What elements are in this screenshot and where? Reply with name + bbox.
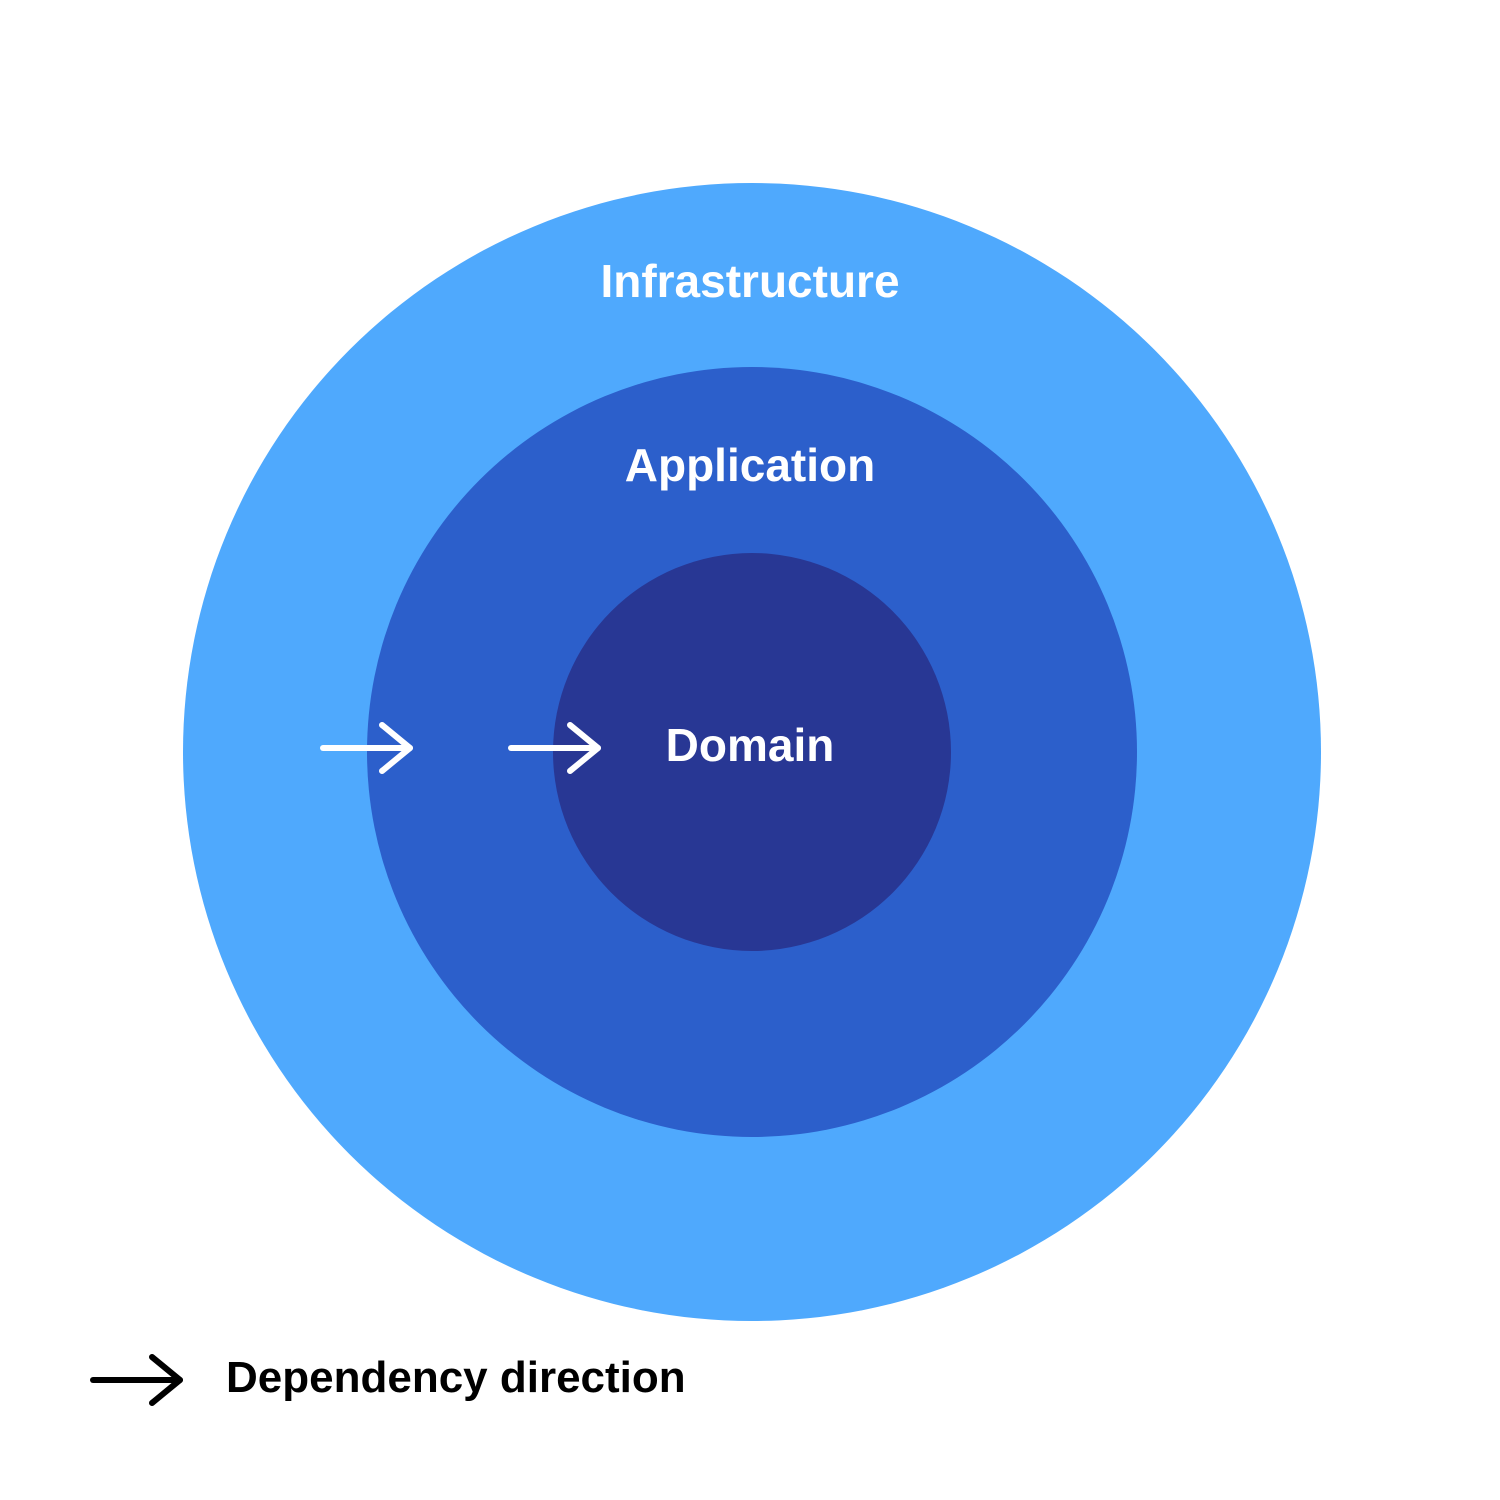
legend-label: Dependency direction — [226, 1353, 686, 1402]
infrastructure-label: Infrastructure — [600, 255, 900, 307]
domain-layer-circle — [553, 553, 951, 951]
dependency-arrow-icon — [320, 722, 413, 774]
legend-arrow-icon — [90, 1354, 183, 1406]
domain-label: Domain — [665, 719, 835, 771]
dependency-arrow-icon — [508, 722, 601, 774]
application-label: Application — [624, 439, 876, 491]
